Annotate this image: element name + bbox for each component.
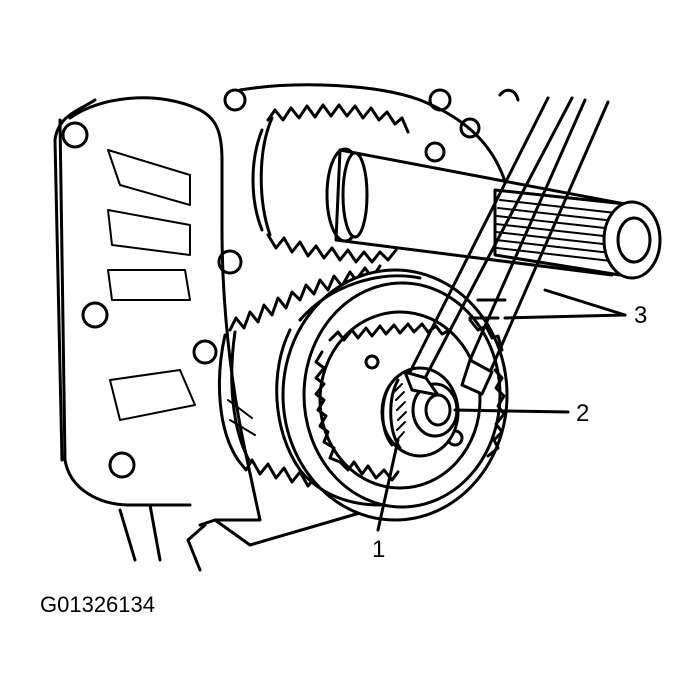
output-shaft [325,147,662,280]
leader-2 [453,408,570,414]
case-bolt-hole [81,301,109,329]
case-bolt-hole [108,451,136,479]
snap-ring-pliers [403,96,610,397]
leader-3b [503,313,627,320]
upper-gear [251,103,410,264]
leader-3a [543,288,627,317]
callout-3-label: 3 [634,302,647,329]
case-bolt-hole [192,339,218,365]
case-bolt-hole [223,88,247,112]
leader-1 [376,438,400,532]
case-bolt-hole [424,141,446,163]
shaft-end [602,200,662,280]
case-bolt-hole [61,121,89,149]
helical-gear [217,264,382,492]
snap-ring [381,383,394,447]
figure-id: G01326134 [40,592,155,617]
drum-hole [364,354,380,370]
case-bolt-hole [459,117,481,139]
callout-1-label: 1 [372,536,385,563]
case-bolt-hole [217,249,243,275]
transmission-case [53,83,520,572]
callout-2-label: 2 [576,400,589,427]
callout-leaders [376,288,627,532]
